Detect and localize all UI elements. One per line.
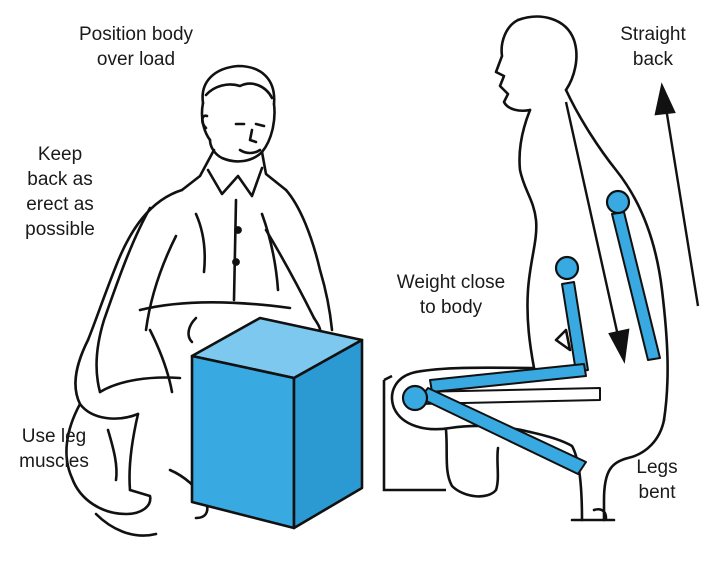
- joint-marker: [556, 257, 578, 279]
- label-position-body: Position body over load: [56, 22, 216, 72]
- load-box: [192, 318, 362, 528]
- label-use-leg: Use leg muscles: [2, 424, 106, 474]
- label-straight-back: Straight back: [605, 22, 701, 72]
- label-weight-close: Weight close to body: [372, 270, 530, 320]
- joint-marker: [607, 191, 629, 213]
- label-legs-bent: Legs bent: [620, 455, 694, 505]
- label-keep-back: Keep back as erect as possible: [4, 142, 116, 242]
- up-arrow-icon: [656, 86, 698, 306]
- joint-marker: [403, 386, 427, 410]
